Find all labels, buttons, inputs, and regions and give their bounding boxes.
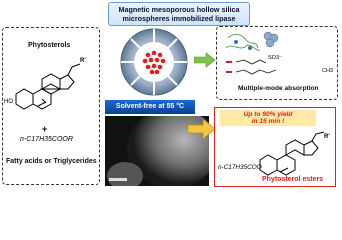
hydroxyl-label: HO (4, 99, 13, 105)
product-r-label: R' (324, 134, 330, 140)
yield-line-2: in 15 min ! (251, 118, 285, 125)
yield-banner: Up to 90% yield in 15 min ! (220, 110, 316, 126)
r-substituent-label: R' (80, 58, 86, 64)
acid-formula: n-C17H35COOR (20, 136, 73, 143)
absorption-panel (216, 26, 338, 100)
microsphere-illustration (120, 28, 188, 96)
product-panel (214, 107, 336, 187)
protein-cluster-icon (263, 31, 279, 48)
fatty-acids-label: Fatty acids or Triglycerides (6, 158, 97, 165)
sem-micrograph (105, 116, 209, 186)
phytosterol-structure (15, 63, 81, 110)
surface-group-lines (226, 59, 277, 75)
absorption-label: Multiple-mode absorption (238, 85, 319, 92)
title-banner: Magnetic mesoporous hollow silica micros… (108, 2, 250, 26)
reaction-conditions: Solvent-free at 55 °C (105, 100, 195, 114)
yield-line-1: Up to 90% yield (243, 111, 293, 118)
title-line-1: Magnetic mesoporous hollow silica (118, 5, 240, 14)
title-line-2: microspheres immobilized lipase (122, 14, 236, 23)
sulfonate-label: SO3⁻ (268, 55, 282, 61)
reaction-arrow-icon (188, 118, 216, 140)
ester-formula: n-C17H35COO (218, 164, 262, 171)
methyl-label: CH3 (322, 68, 334, 74)
product-label: Phytosterol esters (262, 176, 324, 183)
enzyme-icon (225, 34, 261, 51)
plus-sign: + (42, 124, 48, 134)
ester-structure (259, 131, 325, 176)
green-arrow-icon (194, 52, 216, 68)
reactants-panel (2, 27, 100, 185)
phytosterols-label: Phytosterols (28, 42, 71, 49)
